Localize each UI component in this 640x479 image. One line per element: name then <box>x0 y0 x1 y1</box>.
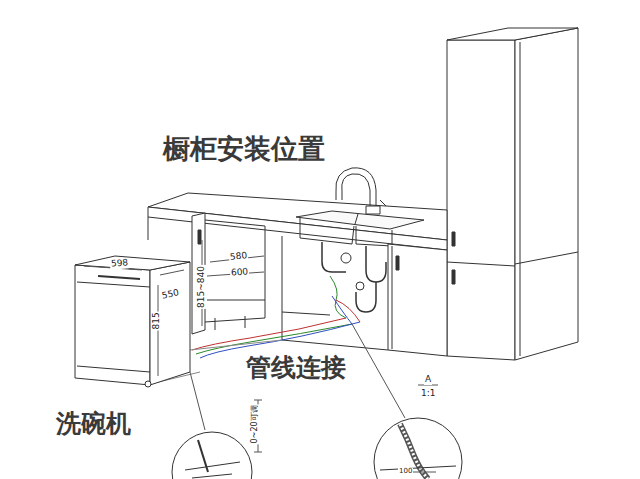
section-label: A <box>424 375 432 385</box>
heading-label: 洗碗机 <box>56 410 131 438</box>
dimension-label: 550 <box>160 288 181 302</box>
heading-label: 管线连接 <box>246 354 346 382</box>
scale-label: 1:1 <box>420 389 436 399</box>
heading-label: 橱柜安装位置 <box>163 134 325 164</box>
dimension-label: 598 <box>110 258 130 269</box>
dimension-label: 100 <box>398 468 413 476</box>
dimension-label: 0~20可调 <box>251 404 260 444</box>
dimension-label: 580 <box>229 251 249 263</box>
dimension-label: 815 <box>152 311 162 330</box>
dimension-label: 600 <box>230 267 250 278</box>
dimension-label: 815~840 <box>197 265 207 309</box>
